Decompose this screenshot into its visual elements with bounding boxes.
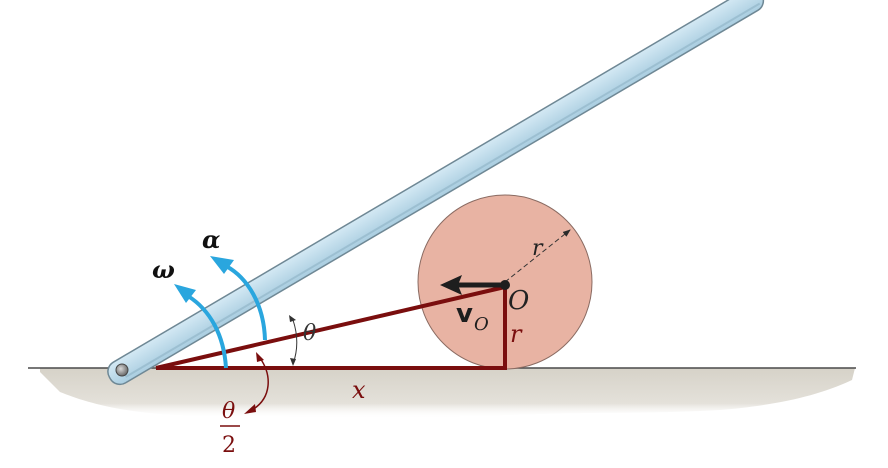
ground [28, 367, 856, 419]
theta-half-arrow [244, 352, 269, 414]
alpha-arrow [210, 256, 267, 341]
radius-label: r [532, 236, 544, 261]
vertical-r-label: r [510, 320, 523, 348]
geometry-lines [155, 285, 507, 370]
x-label: x [352, 376, 366, 404]
alpha-label: α [202, 225, 220, 254]
omega-arrow [174, 284, 228, 369]
radius-indicator [504, 229, 571, 283]
velocity-arrow [440, 275, 510, 295]
pin [115, 363, 129, 377]
center-label: O [508, 286, 529, 316]
omega-label: ω [152, 255, 175, 284]
theta-label: θ [303, 321, 316, 346]
velocity-label: v [456, 299, 473, 329]
theta-half-numerator: θ [222, 399, 235, 424]
theta-arc [289, 315, 298, 366]
velocity-subscript: O [474, 314, 489, 335]
theta-half-denominator: 2 [222, 433, 236, 458]
bar [107, 0, 765, 386]
